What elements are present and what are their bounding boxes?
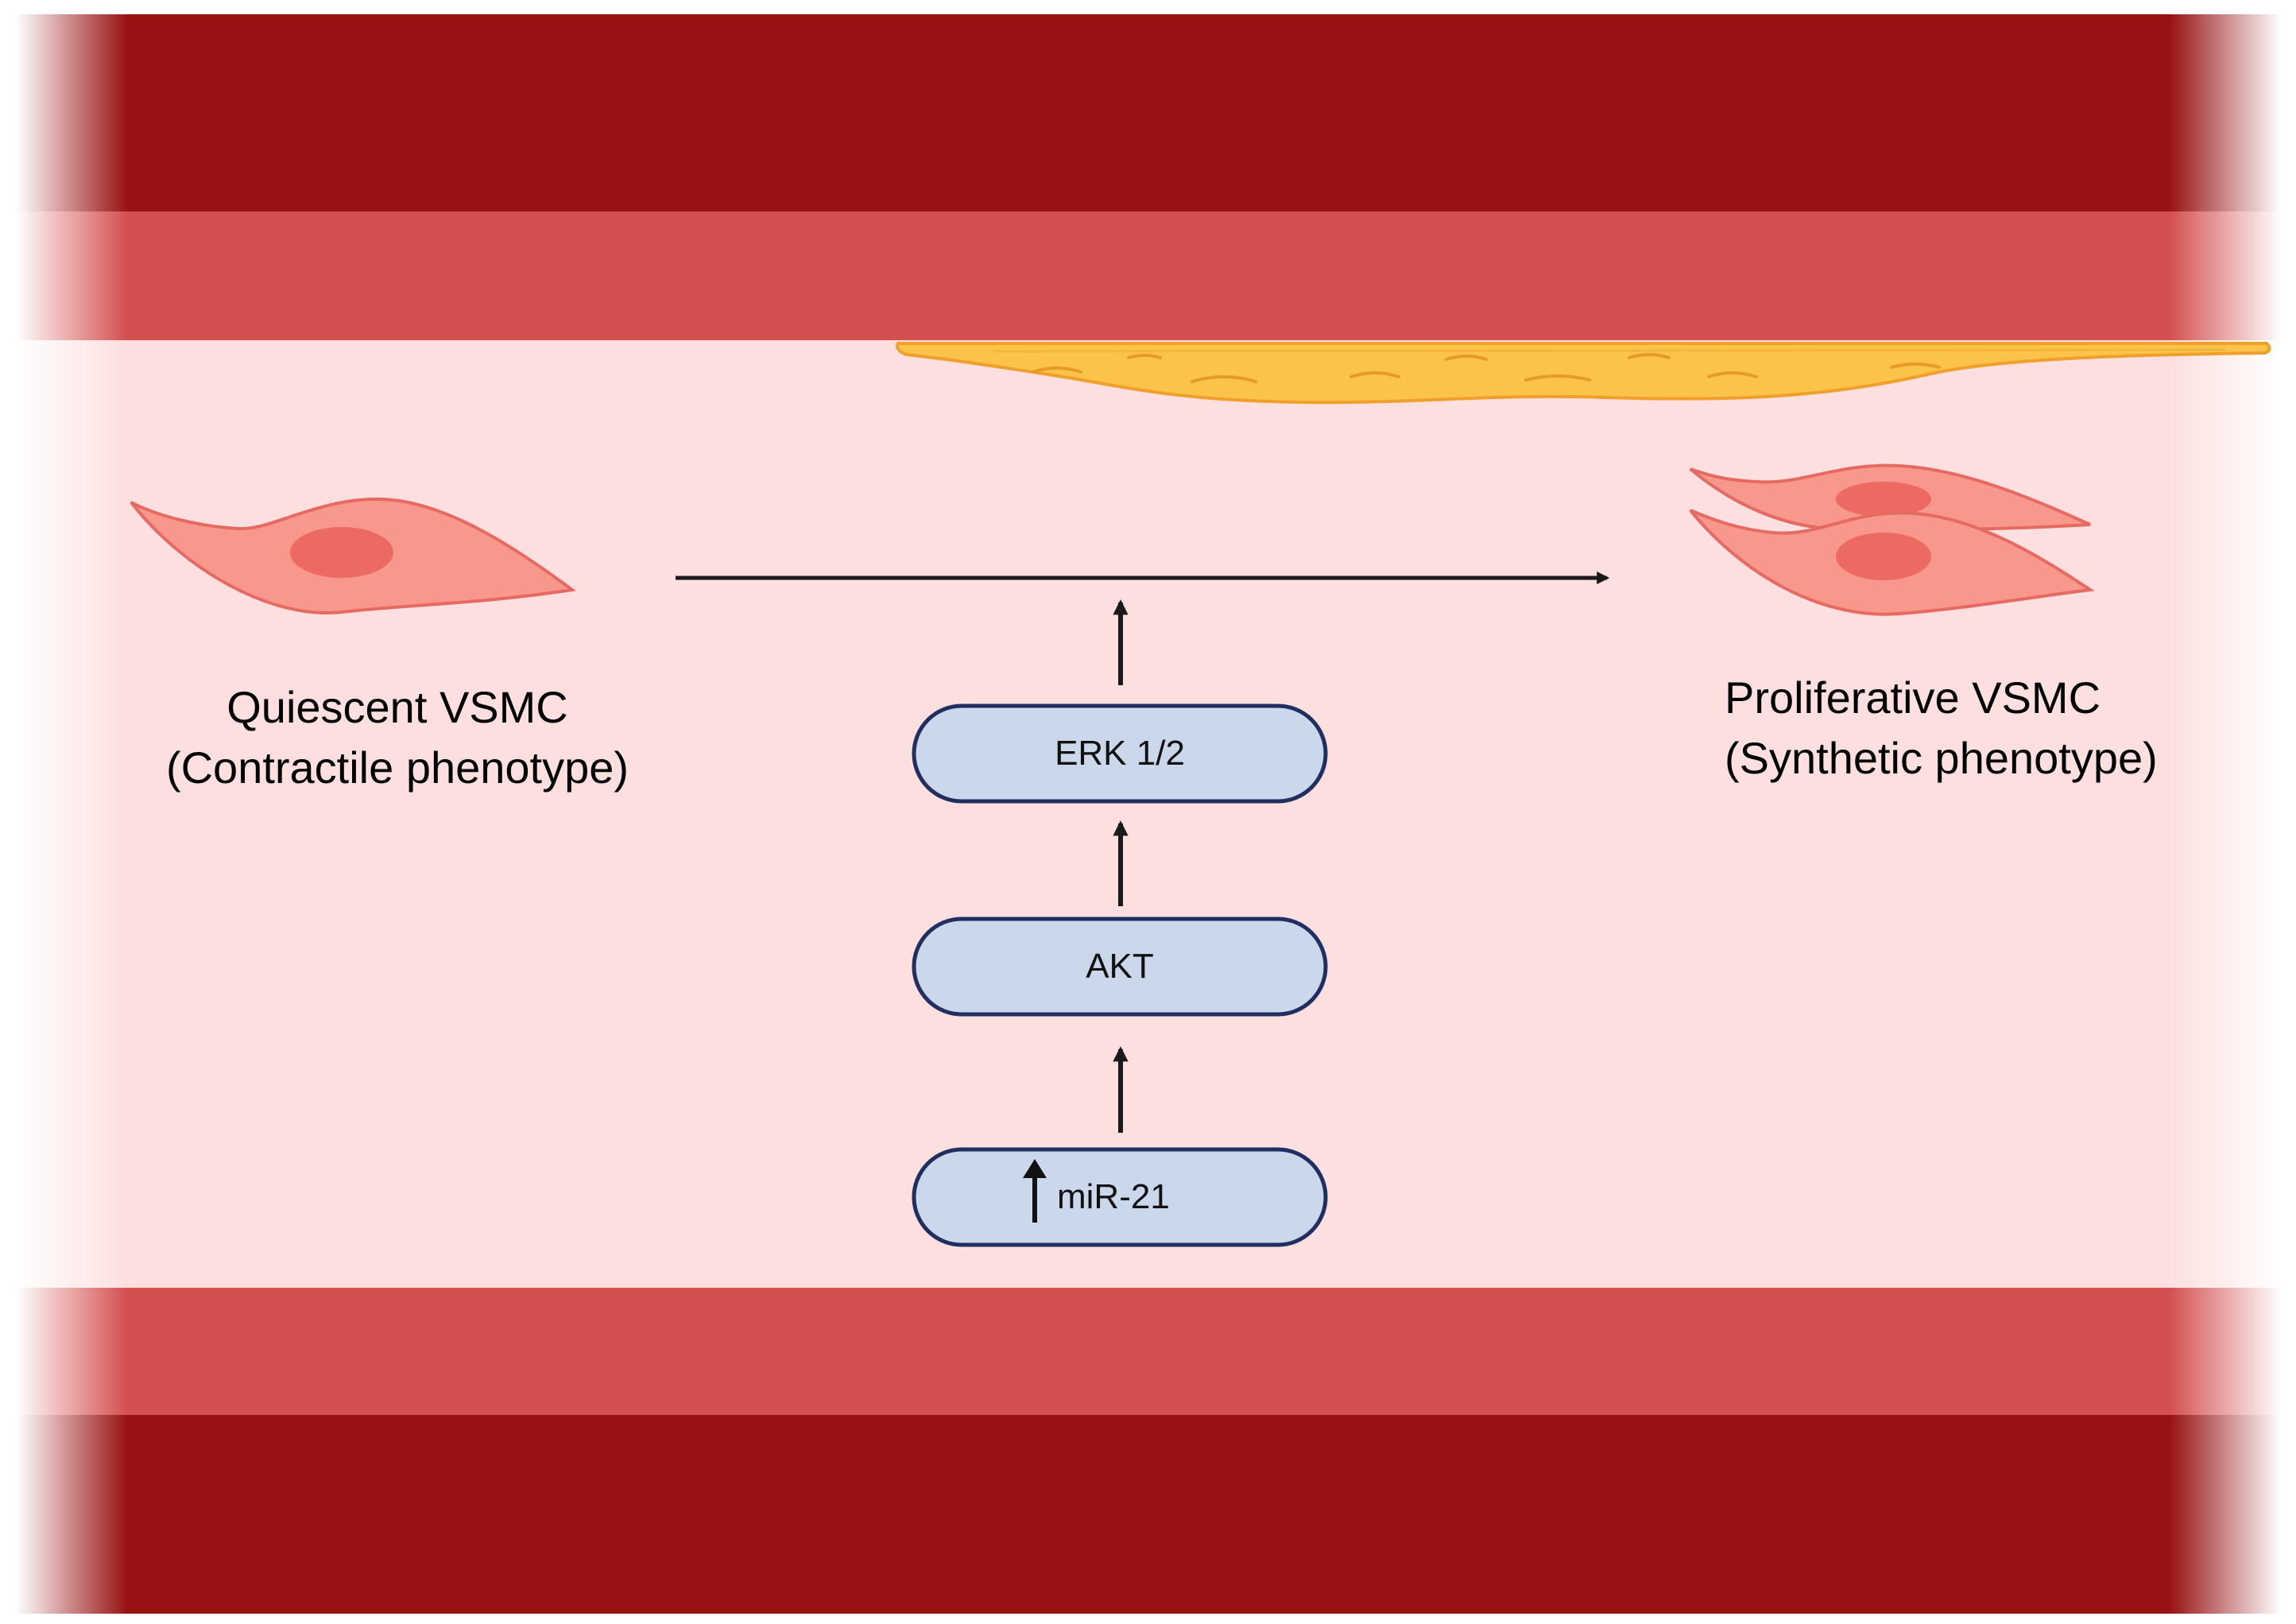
left-cell-caption: Quiescent VSMC (Contractile phenotype) — [119, 677, 676, 798]
right-cell-caption: Proliferative VSMC (Synthetic phenotype) — [1725, 668, 2265, 789]
outer-wall-bottom — [16, 1415, 2281, 1614]
mir21-label: miR-21 — [1057, 1177, 1170, 1216]
plaque-icon — [896, 342, 2271, 405]
outer-wall-top — [16, 14, 2281, 211]
akt-box — [912, 917, 1328, 1017]
akt-label: AKT — [1086, 947, 1154, 986]
erk-box — [912, 703, 1328, 804]
right-cell-caption-line1: Proliferative VSMC — [1725, 672, 2101, 723]
inner-wall-bottom — [16, 1288, 2281, 1415]
left-cell-caption-line2: (Contractile phenotype) — [165, 742, 629, 793]
proliferating-vsmc-icon — [1689, 463, 2095, 616]
right-cell-caption-line2: (Synthetic phenotype) — [1725, 733, 2158, 783]
erk-label: ERK 1/2 — [1055, 734, 1185, 773]
left-cell-caption-line1: Quiescent VSMC — [227, 682, 568, 732]
vessel-left-fade — [16, 14, 127, 1614]
inner-wall-top — [16, 211, 2281, 340]
up-arrow-icon — [1023, 1159, 1047, 1223]
vessel-right-fade — [2170, 14, 2281, 1614]
mir21-box — [912, 1147, 1328, 1247]
single-vsmc-icon — [130, 497, 577, 614]
